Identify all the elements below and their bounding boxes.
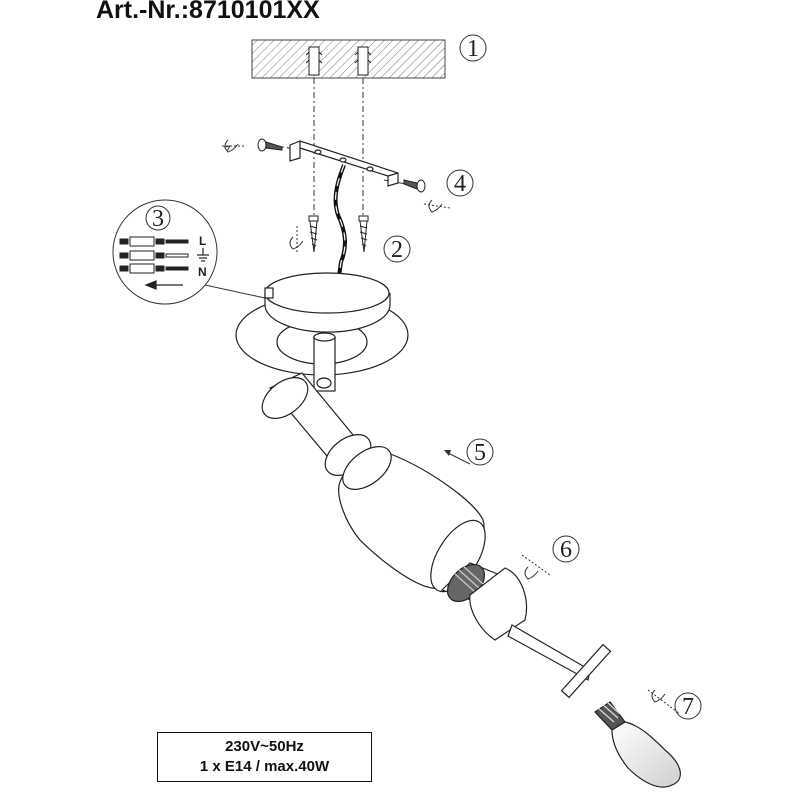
article-number-title: Art.-Nr.:8710101XX — [96, 0, 320, 24]
spot-holder — [261, 372, 372, 476]
mounting-bracket — [289, 140, 399, 187]
insert-arrow-icon — [144, 280, 183, 290]
ceiling — [251, 39, 446, 79]
lamp-shade — [338, 446, 486, 593]
step-1-number: 1 — [467, 36, 479, 62]
wire-label-neutral: N — [198, 265, 207, 279]
lampholder — [469, 567, 612, 699]
light-bulb — [594, 700, 681, 788]
bracket-screw-left — [257, 138, 283, 152]
spec-voltage: 230V~50Hz — [225, 738, 304, 755]
lamp-stem — [313, 332, 336, 392]
step-6-label: 6 — [521, 535, 580, 580]
step-7-number: 7 — [682, 694, 694, 720]
wall-plugs — [305, 46, 372, 76]
step-5-number: 5 — [474, 440, 486, 466]
wire-label-live: L — [199, 234, 206, 248]
wood-screw-left — [308, 215, 319, 253]
step-4-label: 4 — [446, 169, 474, 197]
step-5-label: 5 — [444, 438, 494, 466]
step-2-label: 2 — [383, 235, 411, 263]
terminal-block — [119, 236, 189, 274]
step-3-number: 3 — [152, 206, 164, 232]
step-1-label: 1 — [459, 34, 487, 62]
step-4-number: 4 — [454, 171, 466, 197]
bracket-screw-right — [403, 179, 426, 193]
step-7-label: 7 — [647, 689, 702, 720]
rotate-arrow-icon — [222, 139, 451, 254]
electrical-spec-box: 230V~50Hz 1 x E14 / max.40W — [157, 732, 372, 782]
step-2-number: 2 — [391, 237, 403, 263]
spec-bulb-rating: 1 x E14 / max.40W — [199, 758, 330, 775]
ceiling-canopy — [235, 272, 409, 376]
step-6-number: 6 — [560, 537, 572, 563]
wiring-detail: 3 L N — [112, 199, 266, 305]
earth-ground-icon — [197, 248, 209, 262]
power-cable — [333, 164, 347, 284]
wood-screw-right — [358, 215, 369, 253]
